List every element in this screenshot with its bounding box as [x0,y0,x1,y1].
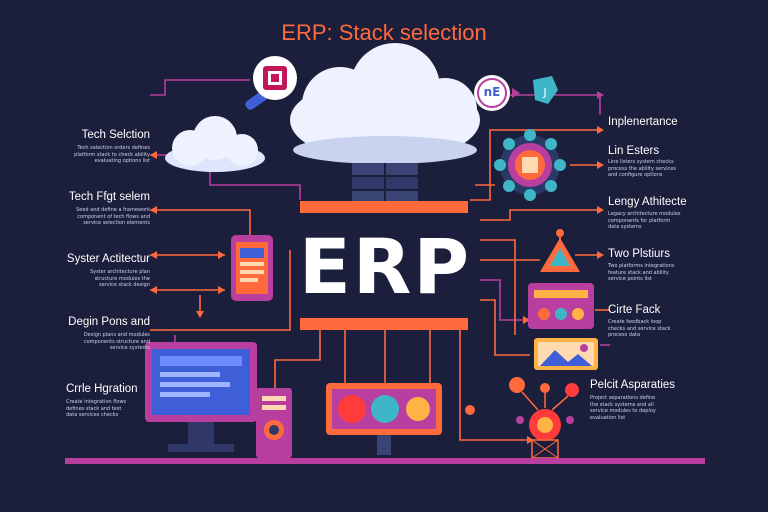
connector-line [150,79,250,96]
right-item-label: Lin Esters [608,145,660,157]
server-icon [352,163,418,201]
ground-line [65,458,705,464]
erp-top-bar [300,201,468,213]
media-device-icon [326,383,442,455]
right-item-label: Cirte Fack [608,304,661,316]
connector-line [459,330,530,441]
erp-center-label: ERP [298,222,472,311]
badge-icon [474,75,520,111]
cloud-icon [290,43,480,164]
connector-line [510,94,601,115]
shield-icon: J [533,76,558,104]
connector-line [480,299,530,356]
connector-line [470,129,600,201]
gear-chip-icon [494,129,566,201]
badge-icon-text: nE [483,85,501,99]
erp-bottom-bar [300,318,468,330]
image-card-icon [534,338,598,370]
chip-gear-icon [245,56,297,110]
left-item-label: Syster Actitectur [66,253,150,265]
connector-line [150,209,251,235]
svg-text:J: J [542,86,546,99]
gears-cluster-icon [509,377,579,459]
right-item-label: Pelcit Asparaties [590,379,676,391]
left-item-label: Tech Selction [81,129,150,141]
connector-line [480,279,525,321]
control-panel-icon [528,283,594,329]
mobile-device-icon [231,235,273,301]
warning-cone-icon [540,229,580,272]
right-item-label: Lengy Athitecte [608,196,687,208]
monitor-icon [145,342,257,452]
connector-line [480,209,600,221]
connector-line [274,330,321,390]
right-item-label: Two Plstiurs [608,248,670,260]
server-tower-icon [256,388,292,458]
page-title: ERP: Stack selection [281,20,487,45]
connector-line [150,250,291,331]
connector-line [480,239,516,335]
left-item-label: Degin Pons and [68,316,150,328]
left-item-label: Tech Ffgt selem [68,191,150,203]
left-item-label: Crrle Hgration [66,383,138,395]
right-item-label: Inplenertance [608,116,678,128]
small-cloud-icon [165,116,265,172]
